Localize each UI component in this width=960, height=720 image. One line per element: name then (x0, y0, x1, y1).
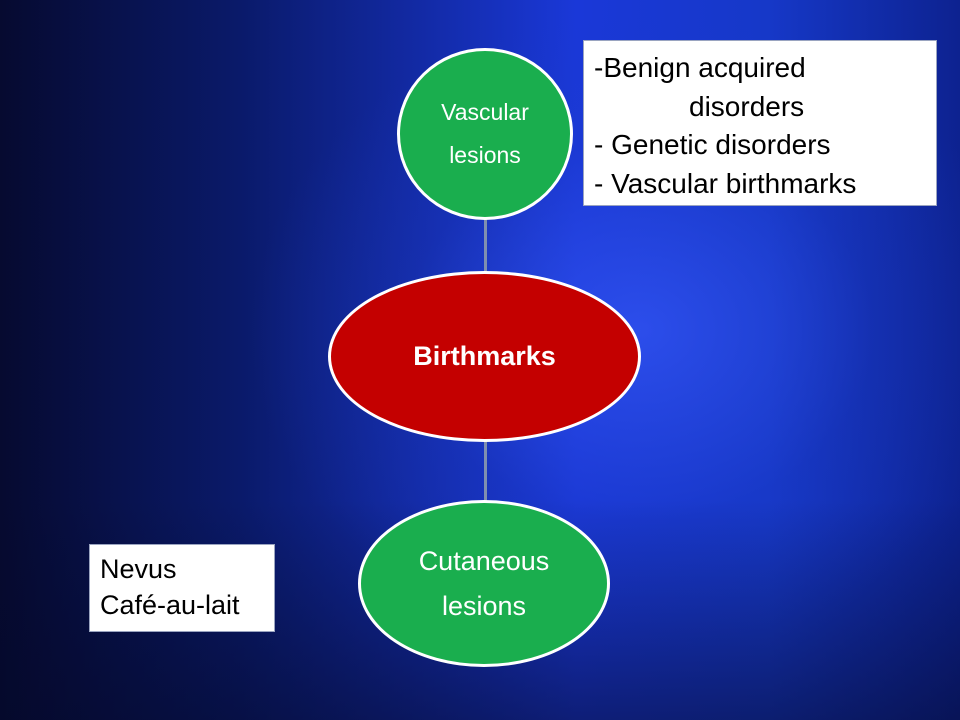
cutaneous-note-1: Nevus (100, 554, 177, 584)
cutaneous-label-line2: lesions (441, 590, 527, 621)
connector-top (484, 218, 487, 274)
cutaneous-notes-box: Nevus Café-au-lait (89, 544, 275, 632)
cutaneous-note-2: Café-au-lait (100, 590, 240, 620)
vascular-label-line1: Vascular (441, 99, 529, 125)
vascular-note-4: - Vascular birthmarks (594, 167, 857, 199)
connector-bottom (484, 440, 487, 502)
vascular-notes-box: -Benign acquired disorders - Genetic dis… (583, 40, 937, 206)
vascular-lesions-node: Vascular lesions (397, 48, 573, 220)
vascular-note-1: -Benign acquired (594, 52, 806, 83)
vascular-label-line2: lesions (449, 142, 521, 168)
vascular-note-3: - Genetic disorders (594, 129, 831, 160)
vascular-note-2: disorders (689, 90, 805, 122)
cutaneous-lesions-node: Cutaneous lesions (358, 500, 610, 667)
birthmarks-node: Birthmarks (328, 271, 641, 442)
birthmarks-label: Birthmarks (413, 341, 556, 371)
cutaneous-label-line1: Cutaneous (418, 545, 550, 576)
